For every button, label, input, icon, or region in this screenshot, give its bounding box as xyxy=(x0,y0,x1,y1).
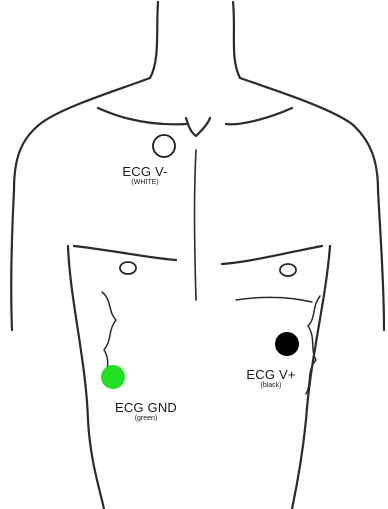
right-collarbone xyxy=(226,108,292,124)
ecg-v-minus-label: ECG V- (WHITE) xyxy=(103,165,187,187)
ecg-v-plus-label: ECG V+ (black) xyxy=(226,368,316,390)
ecg-gnd-color-note: (green) xyxy=(96,415,196,423)
neck-left-line xyxy=(150,2,158,78)
right-nipple xyxy=(280,264,296,276)
left-pec xyxy=(74,246,176,260)
ecg-v-plus-name: ECG V+ xyxy=(226,368,316,382)
ecg-gnd-electrode xyxy=(101,365,125,389)
left-collarbone xyxy=(98,108,186,124)
ecg-v-minus-color-note: (WHITE) xyxy=(103,179,187,187)
left-waist xyxy=(68,246,104,509)
neck-right-line xyxy=(233,2,240,78)
sternum-line xyxy=(195,150,197,300)
sternal-notch xyxy=(186,118,210,136)
ecg-gnd-label: ECG GND (green) xyxy=(96,401,196,423)
ecg-v-minus-name: ECG V- xyxy=(103,165,187,179)
left-arm xyxy=(11,190,14,330)
right-pec xyxy=(222,246,322,264)
right-arm xyxy=(378,190,384,330)
ecg-v-plus-color-note: (black) xyxy=(226,382,316,390)
lower-chest-line xyxy=(236,297,312,302)
ecg-v-plus-electrode xyxy=(275,332,299,356)
right-shoulder xyxy=(240,78,378,190)
ecg-gnd-name: ECG GND xyxy=(96,401,196,415)
ecg-v-minus-electrode xyxy=(153,135,175,157)
left-nipple xyxy=(120,262,136,274)
